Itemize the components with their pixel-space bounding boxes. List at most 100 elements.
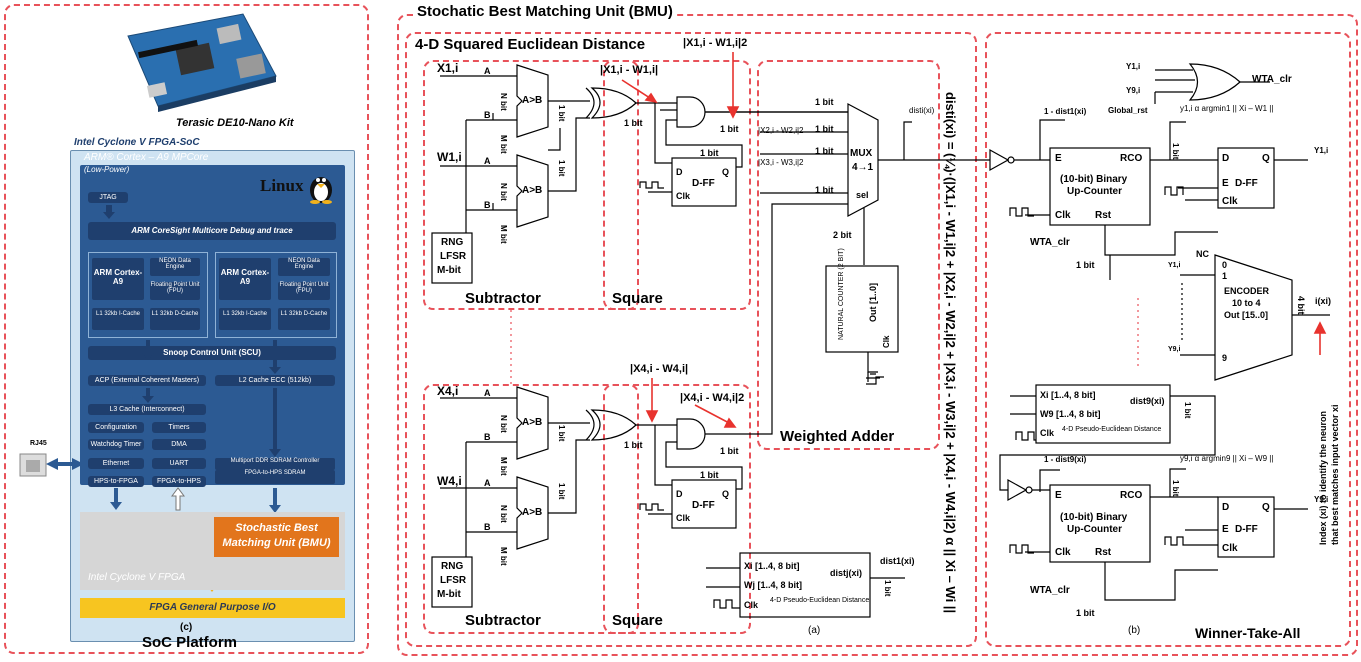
wta-dff-bottom-d: D — [1222, 502, 1229, 513]
y1-formula: y1,i α argmin1 || Xi – W1 || — [1180, 104, 1273, 113]
counter-top-clk: Clk — [1055, 210, 1071, 221]
onebit-cmp-4: 1 bit — [557, 483, 566, 499]
wta-clr-bottom: WTA_clr — [1030, 585, 1070, 596]
distance-equation: disti(xi) = (¼)·(|X1,i - W1,i|2 + |X2,i … — [943, 92, 958, 613]
global-rst-label: Global_rst — [1108, 106, 1148, 115]
onebit-mux-4: 1 bit — [815, 185, 834, 195]
encoder-sub: 10 to 4 — [1232, 298, 1261, 308]
index-note-2: that best matches input vector xi — [1330, 404, 1340, 545]
block-out-label: dist1(xi) — [880, 556, 915, 566]
onebit-wta-block: 1 bit — [1183, 402, 1192, 418]
onebit-wta-mid: 1 bit — [1076, 260, 1095, 270]
onebit-xor-bottom: 1 bit — [624, 440, 643, 450]
counter-bottom-clk: Clk — [1055, 547, 1071, 558]
fourbit-label: 4 bit — [1296, 296, 1306, 315]
dff-bottom-q: Q — [722, 489, 729, 499]
wta-block-name: 4-D Pseudo-Euclidean Distance — [1062, 426, 1161, 433]
encoder-out: Out [15..0] — [1224, 310, 1268, 320]
twobit-label: 2 bit — [833, 230, 852, 240]
dff-top-d: D — [676, 167, 683, 177]
dff-top-label: D-FF — [692, 178, 715, 189]
counter-bottom-line1: (10-bit) Binary — [1060, 512, 1127, 523]
wta-dff-top-q: Q — [1262, 153, 1270, 164]
abs1sq-label: |X1,i - W1,i|2 — [683, 37, 747, 49]
label-a-4: A — [484, 478, 491, 488]
wta-dff-top-clk: Clk — [1222, 196, 1238, 207]
y9j-enc-input: Y9,i — [1168, 346, 1180, 353]
wta-clr-mid: WTA_clr — [1030, 237, 1070, 248]
label-b-1: B — [484, 110, 491, 120]
mbit-2: M bit — [499, 225, 508, 244]
wta-block-clk: Clk — [1040, 428, 1054, 438]
rng-label-1: RNG — [441, 237, 463, 248]
onebit-cmp-3: 1 bit — [557, 425, 566, 441]
encoder-title: ENCODER — [1224, 286, 1269, 296]
counter-clk: Clk — [882, 336, 891, 348]
label-b-3: B — [484, 432, 491, 442]
y1i-output: Y1,i — [1314, 146, 1328, 155]
wta-clr-top: WTA_clr — [1252, 74, 1292, 85]
nbit-2: N bit — [499, 183, 508, 201]
index-note-1: Index (xi) to identify the neuron — [1318, 411, 1328, 545]
onebit-wta-bottom2: 1 bit — [1076, 608, 1095, 618]
rng-b-label-1: RNG — [441, 561, 463, 572]
abs1-label: |X1,i - W1,i| — [600, 64, 658, 76]
block-w-label: Wj [1..4, 8 bit] — [744, 580, 802, 590]
encoder-zero: 0 — [1222, 260, 1227, 270]
encoder-nc: NC — [1196, 249, 1209, 259]
w1-input: W1,i — [437, 150, 462, 164]
x4-input: X4,i — [437, 384, 458, 398]
wta-dff-bottom-clk: Clk — [1222, 543, 1238, 554]
rng-label-3: M-bit — [437, 265, 461, 276]
counter-bottom-line2: Up-Counter — [1067, 524, 1122, 535]
mbit-1: M bit — [499, 135, 508, 154]
counter-out-label: Out [1..0] — [868, 283, 878, 322]
y9-formula: y9,i α argmin9 || Xi – W9 || — [1180, 454, 1273, 463]
dff-bottom-d: D — [676, 489, 683, 499]
wta-dff-bottom-q: Q — [1262, 502, 1270, 513]
dff-bottom-label: D-FF — [692, 500, 715, 511]
mbit-3: M bit — [499, 457, 508, 476]
onebit-wta-bottom: 1 bit — [1171, 480, 1180, 496]
dist9-label: dist9(xi) — [1130, 396, 1165, 406]
counter-bottom-rco: RCO — [1120, 490, 1142, 501]
y1j-enc-input: Y1,i — [1168, 262, 1180, 269]
onebit-wta-top: 1 bit — [1171, 143, 1180, 159]
rng-b-label-2: LFSR — [440, 575, 466, 586]
w4-input: W4,i — [437, 474, 462, 488]
mbit-4: M bit — [499, 547, 508, 566]
nbit-3: N bit — [499, 415, 508, 433]
block-distj-label: distj(xi) — [830, 568, 862, 578]
nbit-4: N bit — [499, 505, 508, 523]
index-output: i(xi) — [1315, 296, 1331, 306]
block-x-label: Xi [1..4, 8 bit] — [744, 561, 800, 571]
dist-out-label: disti(xi) — [909, 106, 934, 115]
abs4sq-label: |X4,i - W4,i|2 — [680, 392, 744, 404]
abs4-label: |X4,i - W4,i| — [630, 363, 688, 375]
one-minus-dist1: 1 - dist1(xi) — [1044, 107, 1086, 116]
x1-input: X1,i — [437, 61, 458, 75]
onebit-and-bottom: 1 bit — [720, 446, 739, 456]
abs3sq-label: |X3,i - W3,i|2 — [758, 158, 804, 167]
counter-top-line1: (10-bit) Binary — [1060, 174, 1127, 185]
y9i-output: Y9,i — [1314, 495, 1328, 504]
onebit-xor-top: 1 bit — [624, 118, 643, 128]
wta-dff-top-d: D — [1222, 153, 1229, 164]
mux-label: MUX — [850, 148, 872, 159]
wta-dff-top-e: E — [1222, 178, 1229, 189]
agb-2: A>B — [522, 185, 542, 196]
onebit-cmp-1: 1 bit — [557, 105, 566, 121]
onebit-and-top: 1 bit — [720, 124, 739, 134]
counter-bottom-rst: Rst — [1095, 547, 1111, 558]
counter-top-rco: RCO — [1120, 153, 1142, 164]
agb-4: A>B — [522, 507, 542, 518]
label-a-2: A — [484, 156, 491, 166]
agb-3: A>B — [522, 417, 542, 428]
onebit-mux-1: 1 bit — [815, 97, 834, 107]
onebit-dff-top: 1 bit — [700, 148, 719, 158]
one-minus-dist9: 1 - dist9(xi) — [1044, 455, 1086, 464]
onebit-cmp-2: 1 bit — [557, 160, 566, 176]
onebit-mux-3: 1 bit — [815, 146, 834, 156]
block-clk-label: Clk — [744, 600, 758, 610]
